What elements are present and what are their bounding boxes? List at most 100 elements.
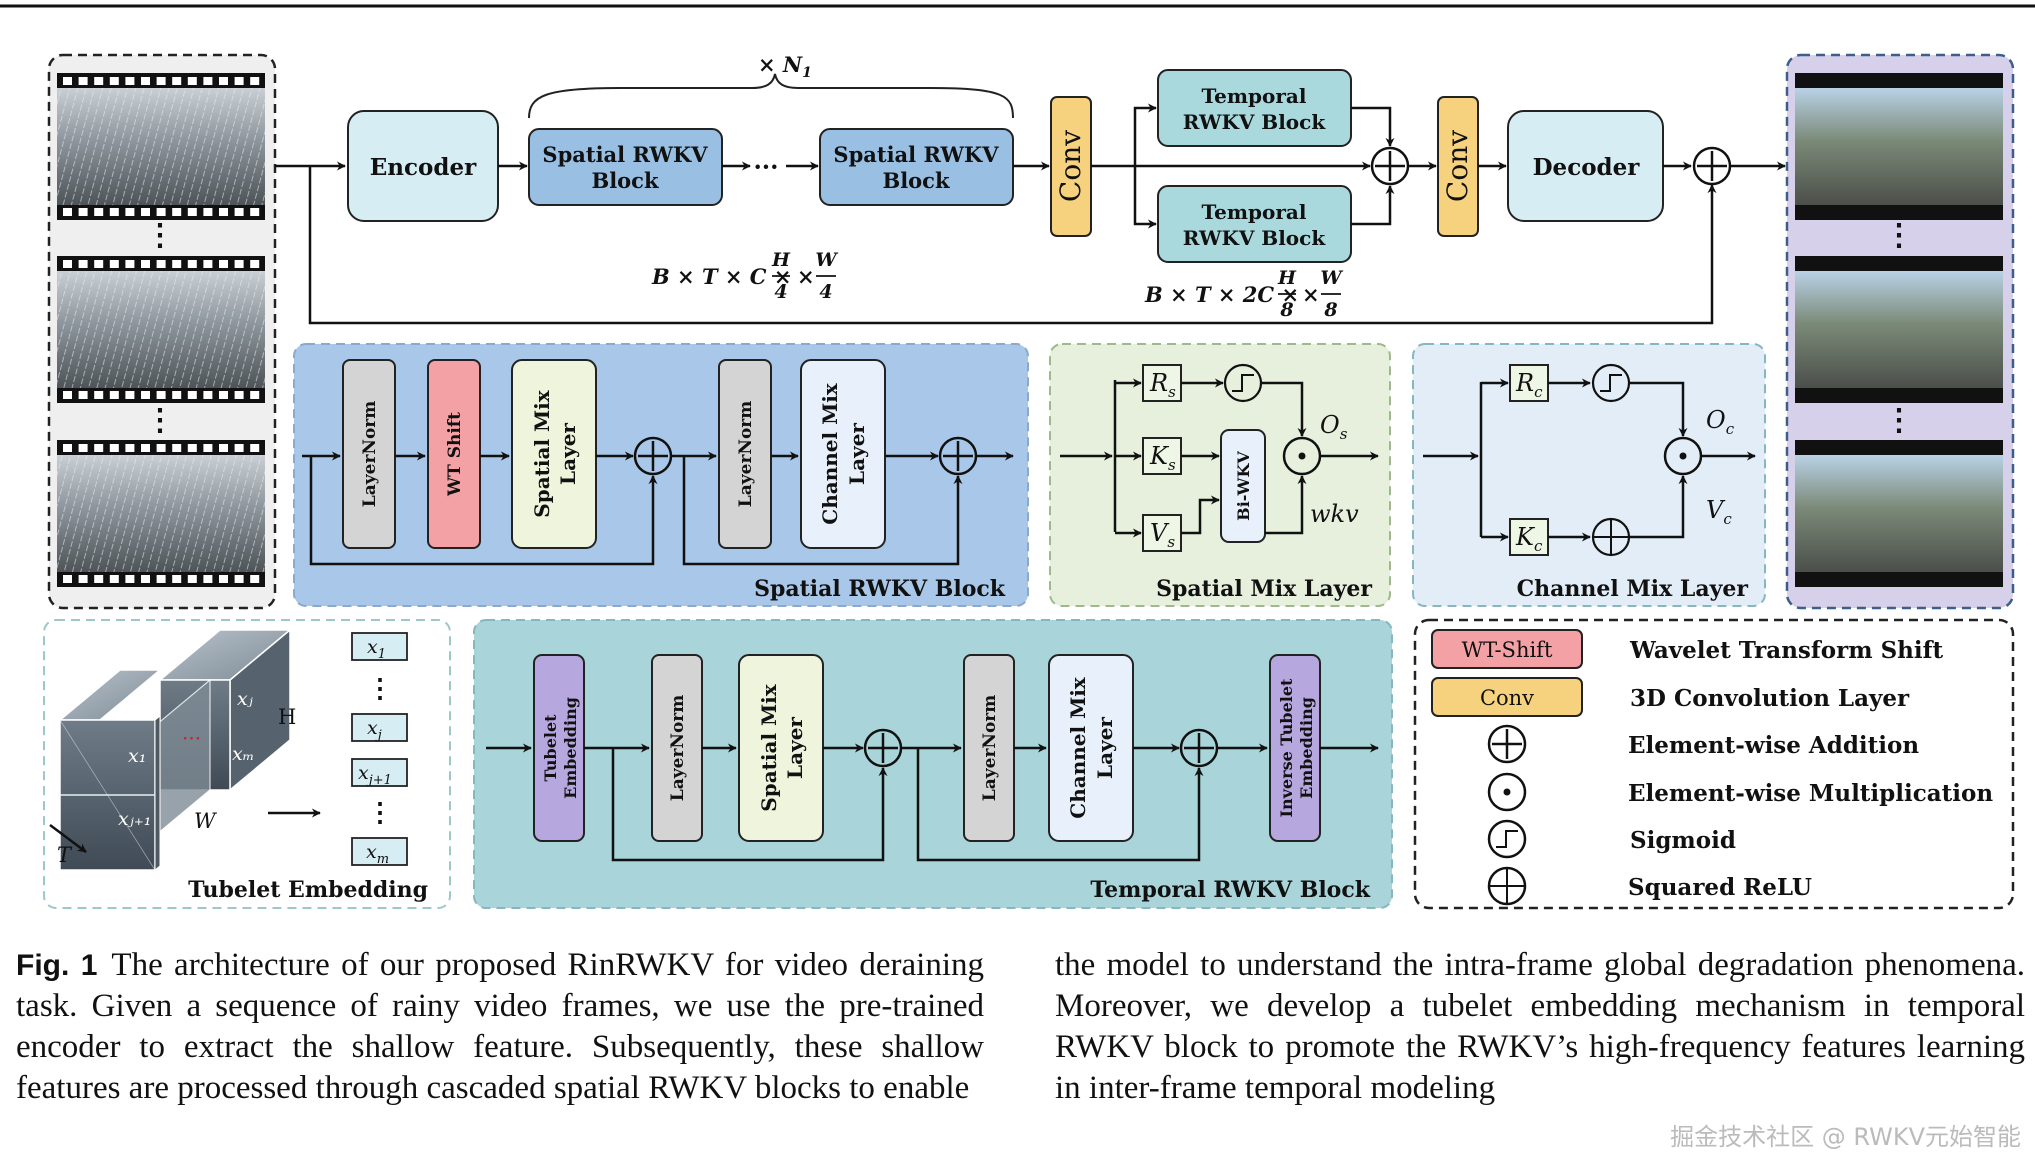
film-hole: [250, 208, 260, 216]
branch-bottom: [1133, 166, 1157, 229]
film-hole: [234, 77, 244, 85]
film-hole: [78, 77, 88, 85]
global-skip-connection: [308, 166, 1717, 325]
frames-ellipsis-2: ⋮: [145, 403, 175, 438]
svg-text:3D Convolution Layer: 3D Convolution Layer: [1630, 685, 1910, 712]
repeat-brace: [528, 73, 1014, 119]
film-hole: [172, 260, 182, 268]
film-hole: [234, 260, 244, 268]
encoder-label: Encoder: [370, 154, 477, 181]
cml-k-box: [1509, 518, 1549, 556]
cml-relu-to-mul: [1629, 475, 1688, 539]
sml-r-box: [1142, 364, 1182, 402]
film-hole: [141, 208, 150, 216]
film-hole: [63, 444, 72, 452]
svg-text:W: W: [1320, 267, 1343, 289]
svg-text:8: 8: [1323, 299, 1337, 321]
token-xj1: xj+1: [351, 758, 408, 788]
trb-tubelet-line2: Embedding: [561, 697, 580, 799]
film-hole: [94, 260, 104, 268]
film-hole: [109, 575, 119, 583]
film-hole: [172, 391, 182, 399]
film-hole: [125, 444, 135, 452]
film-hole: [125, 77, 135, 85]
spatial-rwkv-block-1: [528, 128, 723, 206]
tubelet-axis-h: H: [278, 705, 296, 729]
film-hole: [63, 77, 72, 85]
srb-skip-1: [309, 456, 658, 566]
svg-text:4: 4: [774, 281, 787, 303]
out-frames-ellipsis-1: ⋮: [1884, 218, 1914, 253]
spatial-rwkv-block-2: [819, 128, 1014, 206]
film-hole: [109, 391, 119, 399]
film-hole: [219, 77, 228, 85]
srb-layernorm-2-label: LayerNorm: [736, 401, 756, 507]
svg-text:Wavelet Transform Shift: Wavelet Transform Shift: [1629, 637, 1944, 664]
film-hole: [109, 208, 119, 216]
cml-v-label: Vc: [1706, 496, 1732, 528]
legend-conv: Conv 3D Convolution Layer: [1431, 677, 1910, 717]
token-x1: x1: [351, 632, 408, 662]
add-node-temporal: [1370, 146, 1410, 186]
srb-wt-shift: [427, 359, 481, 549]
trb-inverse-line1: Inverse Tubelet: [1277, 678, 1296, 817]
film-hole: [78, 260, 88, 268]
input-frame-1: [57, 73, 265, 220]
svg-text:B × T × 2C ×: B × T × 2C ×: [1144, 282, 1299, 307]
token-dots-1: ⋮: [367, 674, 393, 704]
film-hole: [156, 575, 166, 583]
film-hole: [203, 77, 213, 85]
film-hole: [78, 391, 88, 399]
film-hole: [141, 260, 150, 268]
film-hole: [78, 444, 88, 452]
srb-channel-mix-line1: Channel Mix: [818, 382, 842, 525]
srb-title: Spatial RWKV Block: [754, 576, 1006, 602]
legend-addition: Element-wise Addition: [1487, 724, 1919, 764]
conv-left-label: Conv: [1054, 130, 1087, 202]
film-hole: [141, 575, 150, 583]
svg-text:H: H: [1277, 267, 1297, 289]
cml-r-box: [1509, 364, 1549, 402]
cube-xm: xₘ: [232, 743, 254, 765]
trb-skip-2: [916, 748, 1204, 862]
film-hole: [250, 391, 260, 399]
sml-v-label: Vs: [1150, 519, 1175, 551]
tubelet-axis-t: T: [57, 843, 73, 867]
film-hole: [156, 260, 166, 268]
srb-add-1: [633, 436, 673, 476]
film-hole: [141, 77, 150, 85]
cube-xj: xⱼ: [237, 688, 253, 710]
film-hole: [141, 391, 150, 399]
legend-squared-relu: Squared ReLU: [1487, 866, 1812, 906]
film-hole: [219, 208, 228, 216]
trb-tubelet-line1: Tubelet: [541, 714, 560, 782]
film-hole: [78, 208, 88, 216]
srb-channel-mix: [800, 359, 886, 549]
tubelet-cubes: x₁ xⱼ₊₁ xⱼ xₘ ···: [57, 628, 293, 872]
film-hole: [125, 208, 135, 216]
film-hole: [172, 444, 182, 452]
trb-spatial-mix-line2: Layer: [783, 717, 807, 779]
film-hole: [125, 391, 135, 399]
add-node-output: [1692, 146, 1732, 186]
film-hole: [109, 260, 119, 268]
film-hole: [187, 260, 197, 268]
legend-multiplication: Element-wise Multiplication: [1487, 772, 1993, 812]
cml-o-label: Oc: [1706, 406, 1735, 438]
svg-text:4: 4: [819, 281, 832, 303]
spatial-block-1-line1: Spatial RWKV: [542, 142, 708, 167]
cml-squared-relu-icon: [1591, 517, 1631, 557]
sml-k-label: Ks: [1149, 442, 1176, 474]
tubelet-title: Tubelet Embedding: [188, 877, 428, 903]
svg-text:×: ×: [1302, 282, 1320, 307]
trb-spatial-mix-line1: Spatial Mix: [757, 683, 781, 811]
trb-add-1: [863, 728, 903, 768]
film-hole: [94, 444, 104, 452]
film-hole: [187, 208, 197, 216]
film-hole: [219, 444, 228, 452]
spatial-block-2-line2: Block: [882, 168, 950, 193]
cube-dots: ···: [182, 726, 201, 750]
trb-layernorm-2-label: LayerNorm: [980, 695, 1000, 801]
caption-right-text: the model to understand the intra-frame …: [1055, 947, 2025, 1106]
